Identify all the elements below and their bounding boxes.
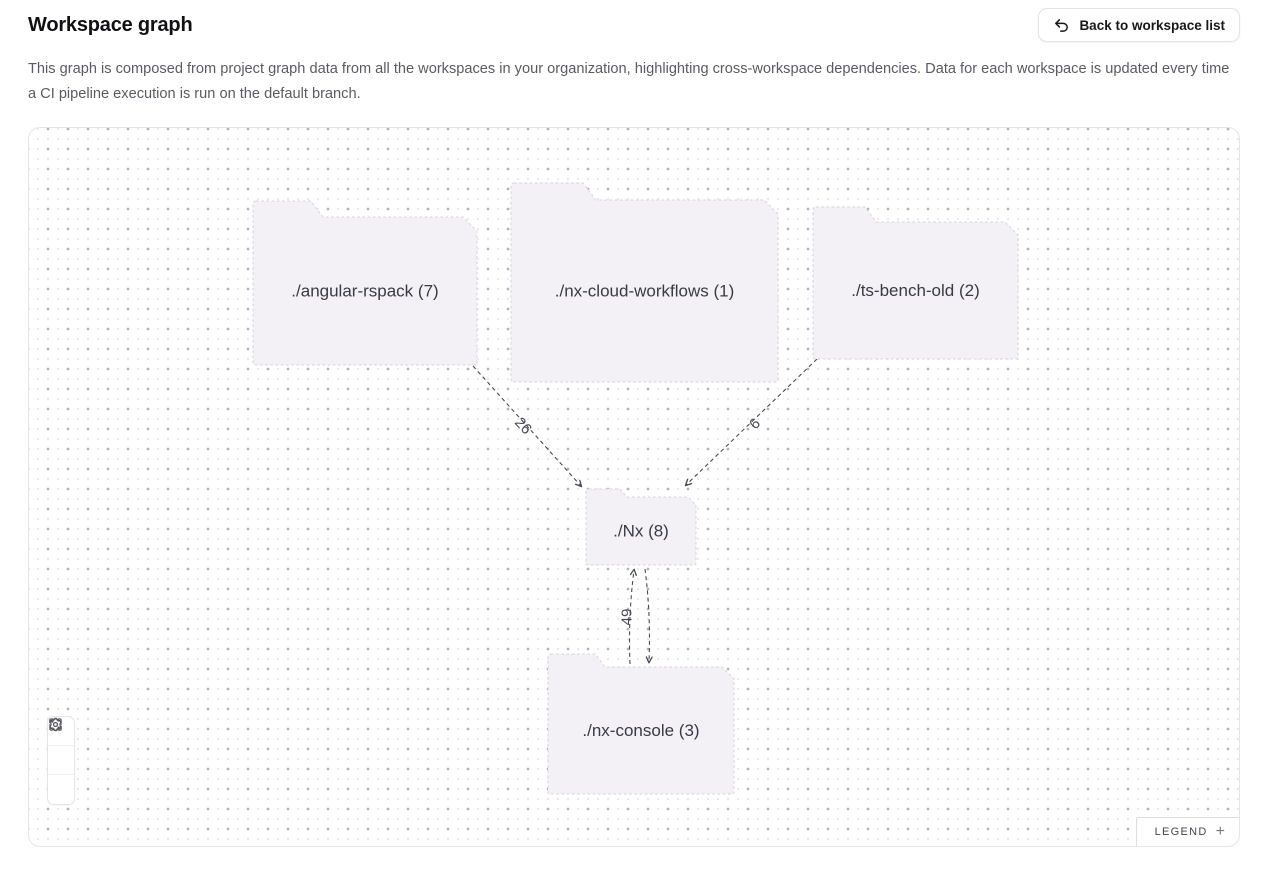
page-title: Workspace graph [28,14,193,36]
workspace-node-label-nx-cloud-workflows: ./nx-cloud-workflows (1) [555,282,735,301]
edge-count-nx-console-to-nx: 49 [619,609,636,626]
graph-toolbar [47,716,75,805]
legend-label: LEGEND [1154,826,1208,838]
workspace-graph-panel[interactable]: 26 6 49 ./angular-rspack (7) ./nx-cloud-work… [28,127,1240,847]
workspace-node-nx-console[interactable]: ./nx-console (3) [547,653,735,795]
plus-icon: + [1215,823,1225,840]
edge-nx-to-nx-console [644,568,653,664]
edge-nx-console-to-nx [628,568,637,665]
edge-ts-bench-old-to-nx [684,358,818,487]
workspace-node-nx[interactable]: ./Nx (8) [585,488,697,566]
workspace-node-nx-cloud-workflows[interactable]: ./nx-cloud-workflows (1) [510,182,779,383]
undo-arrow-icon [1053,17,1070,34]
page-description: This graph is composed from project grap… [28,61,1230,102]
graph-settings-button[interactable] [48,717,74,804]
workspace-node-angular-rspack[interactable]: ./angular-rspack (7) [252,200,478,366]
back-button-label: Back to workspace list [1079,17,1225,33]
workspace-graph-canvas[interactable]: 26 6 49 ./angular-rspack (7) ./nx-cloud-work… [29,128,1239,846]
back-to-workspace-list-button[interactable]: Back to workspace list [1038,8,1240,42]
workspace-node-label-ts-bench-old: ./ts-bench-old (2) [851,281,980,300]
workspace-node-label-angular-rspack: ./angular-rspack (7) [291,282,438,301]
workspace-node-label-nx: ./Nx (8) [613,522,669,541]
edge-angular-rspack-to-nx [472,365,583,488]
refresh-layout-button[interactable] [48,718,74,775]
workspace-node-ts-bench-old[interactable]: ./ts-bench-old (2) [812,206,1019,360]
edge-count-angular-rspack-to-nx: 26 [511,414,535,438]
edge-count-ts-bench-old-to-nx: 6 [746,415,764,433]
workspace-node-label-nx-console: ./nx-console (3) [582,721,699,740]
page-header: Workspace graph Back to workspace list [28,8,1240,42]
legend-toggle[interactable]: LEGEND + [1135,817,1239,846]
